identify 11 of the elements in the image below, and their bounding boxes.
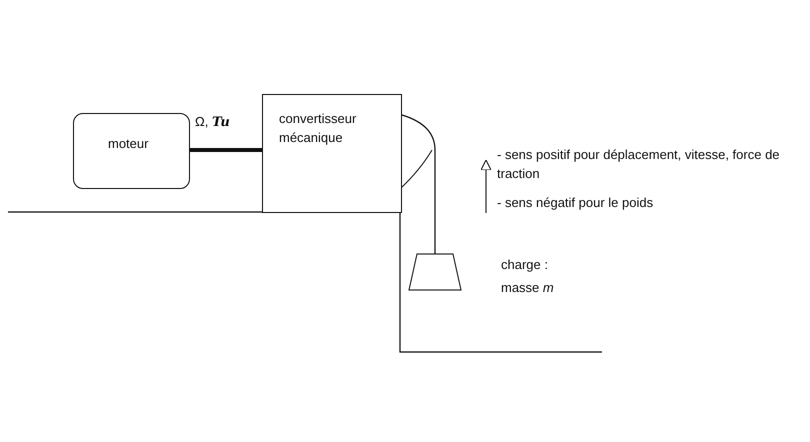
node-label: moteur [108, 135, 150, 153]
converter-box [262, 94, 402, 213]
mass-label: masse m [501, 279, 555, 297]
sign-note: - sens positif pour déplacement, vitesse, force de traction [497, 146, 781, 183]
weight-block [408, 254, 462, 290]
shaft-line [190, 148, 262, 152]
node-label: convertisseur mécanique [279, 110, 358, 147]
load-label: charge : [501, 256, 549, 274]
rope-line [402, 114, 436, 254]
sign-note: - sens négatif pour le poids [497, 194, 654, 212]
motor-box [73, 113, 190, 189]
